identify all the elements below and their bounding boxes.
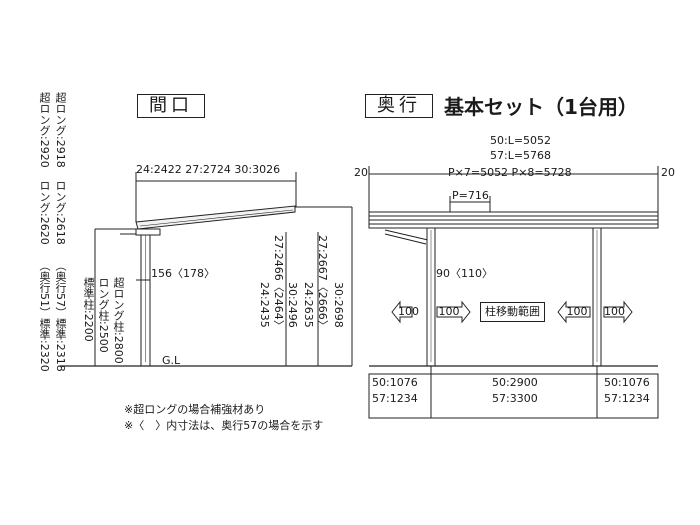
front-ultra-long-height: 超ロング:2920 — [38, 92, 51, 168]
front-gl: G.L — [162, 354, 181, 367]
front-ultra-long-height-57: 超ロング:2918 — [54, 92, 67, 168]
front-inner-b: 27:2466〈2464〉 — [272, 235, 285, 331]
front-inner-d: 24:2635 — [302, 282, 315, 328]
side-range: 柱移動範囲 — [480, 302, 545, 322]
side-bottom-left-57: 57:1234 — [372, 392, 418, 405]
front-post-std: 標準柱:2200 — [82, 277, 95, 342]
front-width-label: 24:2422 27:2724 30:3026 — [136, 163, 281, 176]
front-post-long: ロング柱:2500 — [97, 277, 110, 353]
side-clear-right-1: 100 — [566, 305, 588, 318]
side-clear-left-1: 100 — [398, 305, 419, 318]
front-inner-f: 30:2698 — [332, 282, 345, 328]
front-inner-e: 27:2667〈2666〉 — [316, 235, 329, 331]
front-long-height: ロング:2620 — [38, 180, 51, 245]
side-pitch: P×7=5052 P×8=5728 — [448, 166, 572, 179]
front-view-title: 間口 — [137, 94, 205, 118]
side-bottom-left-50: 50:1076 — [372, 376, 418, 389]
side-bottom-dim — [368, 373, 659, 419]
side-bottom-mid-50: 50:2900 — [492, 376, 538, 389]
side-view-title: 奥行 — [365, 94, 433, 118]
front-std-height-51: （奥行51）標準:2320 — [38, 260, 51, 372]
set-name-title: 基本セット（1台用） — [444, 95, 638, 119]
side-clear-right-2: 100 — [604, 305, 625, 318]
side-clear-left-2: 100 — [438, 305, 460, 318]
note-1: ※超ロングの場合補強材あり — [124, 403, 266, 416]
note-2: ※〈 〉内寸法は、奥行57の場合を示す — [124, 419, 324, 432]
side-total-57: 57:L=5768 — [490, 149, 552, 162]
side-total-50: 50:L=5052 — [490, 134, 552, 147]
front-post-ultra: 超ロング柱:2800 — [112, 277, 125, 364]
side-edge-left: 20 — [354, 166, 368, 179]
front-offset: 156〈178〉 — [151, 267, 215, 280]
side-bottom-mid-57: 57:3300 — [492, 392, 538, 405]
front-roof — [135, 205, 296, 230]
front-long-height-57: ロング:2618 — [54, 180, 67, 245]
side-bottom-right-50: 50:1076 — [604, 376, 650, 389]
side-offset: 90〈110〉 — [436, 267, 493, 280]
side-bottom-right-57: 57:1234 — [604, 392, 650, 405]
side-p: P=716 — [452, 189, 489, 202]
front-inner-c: 30:2496 — [286, 282, 299, 328]
front-std-height-57: （奥行57）標準:2318 — [54, 260, 67, 372]
front-inner-a: 24:2435 — [258, 282, 271, 328]
side-edge-right: 20 — [661, 166, 675, 179]
